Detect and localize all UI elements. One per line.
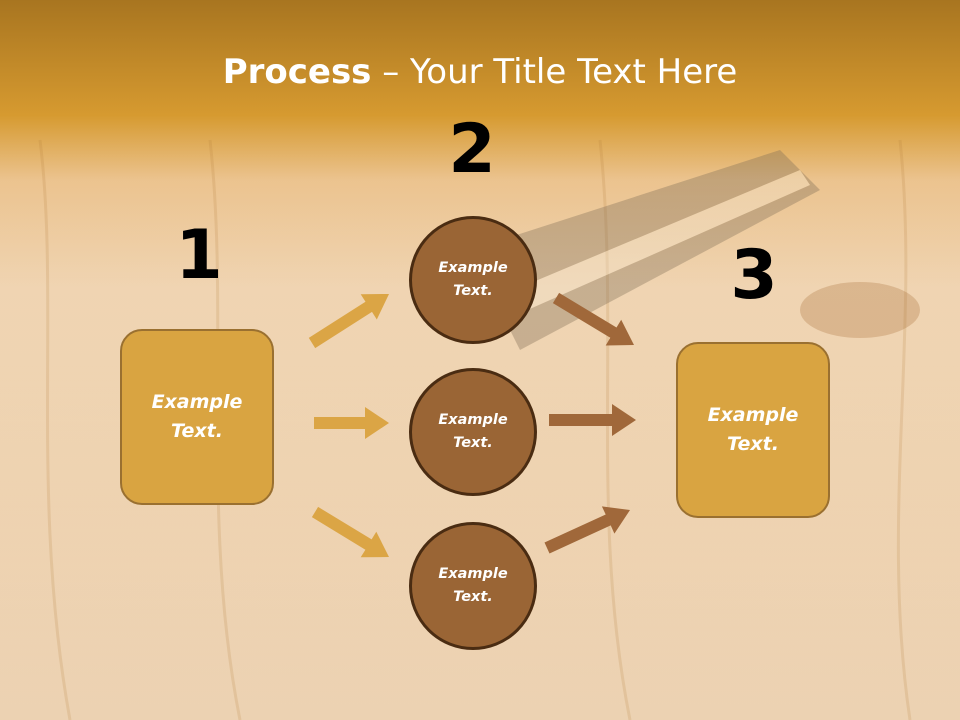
step-number-1: 1 xyxy=(175,216,223,295)
step-1-label: Example Text. xyxy=(151,391,243,442)
arrow-top-to-3 xyxy=(552,292,634,346)
arrow-1-to-top xyxy=(308,294,389,349)
step-1-box: Example Text. xyxy=(120,329,274,505)
step-2-circle-top: Example Text. xyxy=(409,216,537,344)
step-2-circle-middle: Example Text. xyxy=(409,368,537,496)
slide-title: Process – Your Title Text Here xyxy=(0,52,960,92)
step-3-box: Example Text. xyxy=(676,342,830,518)
step-3-label: Example Text. xyxy=(707,404,799,455)
arrow-bottom-to-3 xyxy=(544,506,630,554)
step-2-item-3: Example Text. xyxy=(438,566,508,605)
step-number-2: 2 xyxy=(448,110,496,189)
title-rest: – Your Title Text Here xyxy=(371,52,738,92)
title-bold: Process xyxy=(222,52,372,92)
arrow-middle-to-3 xyxy=(549,404,636,436)
arrow-1-to-middle xyxy=(314,407,389,439)
step-2-item-2: Example Text. xyxy=(438,412,508,451)
step-number-3: 3 xyxy=(730,236,778,315)
arrow-1-to-bottom xyxy=(311,506,389,558)
step-2-item-1: Example Text. xyxy=(438,260,508,299)
step-2-circle-bottom: Example Text. xyxy=(409,522,537,650)
